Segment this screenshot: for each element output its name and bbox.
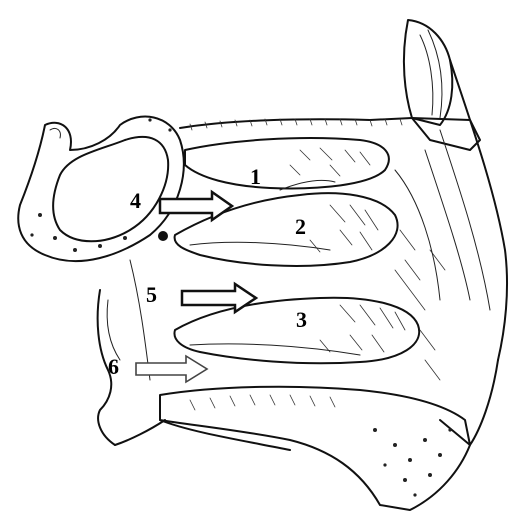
arrow-4 [160, 192, 232, 220]
arrow-6 [136, 356, 207, 382]
label-6: 6 [108, 354, 119, 379]
palate-stipple [373, 428, 452, 497]
posterior-pharynx-outline [98, 231, 168, 445]
arrow-5 [182, 284, 256, 312]
superior-turbinate [185, 138, 389, 190]
label-3: 3 [296, 307, 307, 332]
hard-palate [160, 387, 470, 510]
nose-external-outline [425, 60, 507, 445]
sphenoid-sinus [18, 117, 183, 262]
cribriform-roof [180, 118, 412, 130]
label-1: 1 [250, 164, 261, 189]
sphenoid-ostium [158, 231, 168, 241]
label-4: 4 [130, 188, 141, 213]
nasal-bone [404, 20, 480, 150]
label-5: 5 [146, 282, 157, 307]
label-2: 2 [295, 214, 306, 239]
